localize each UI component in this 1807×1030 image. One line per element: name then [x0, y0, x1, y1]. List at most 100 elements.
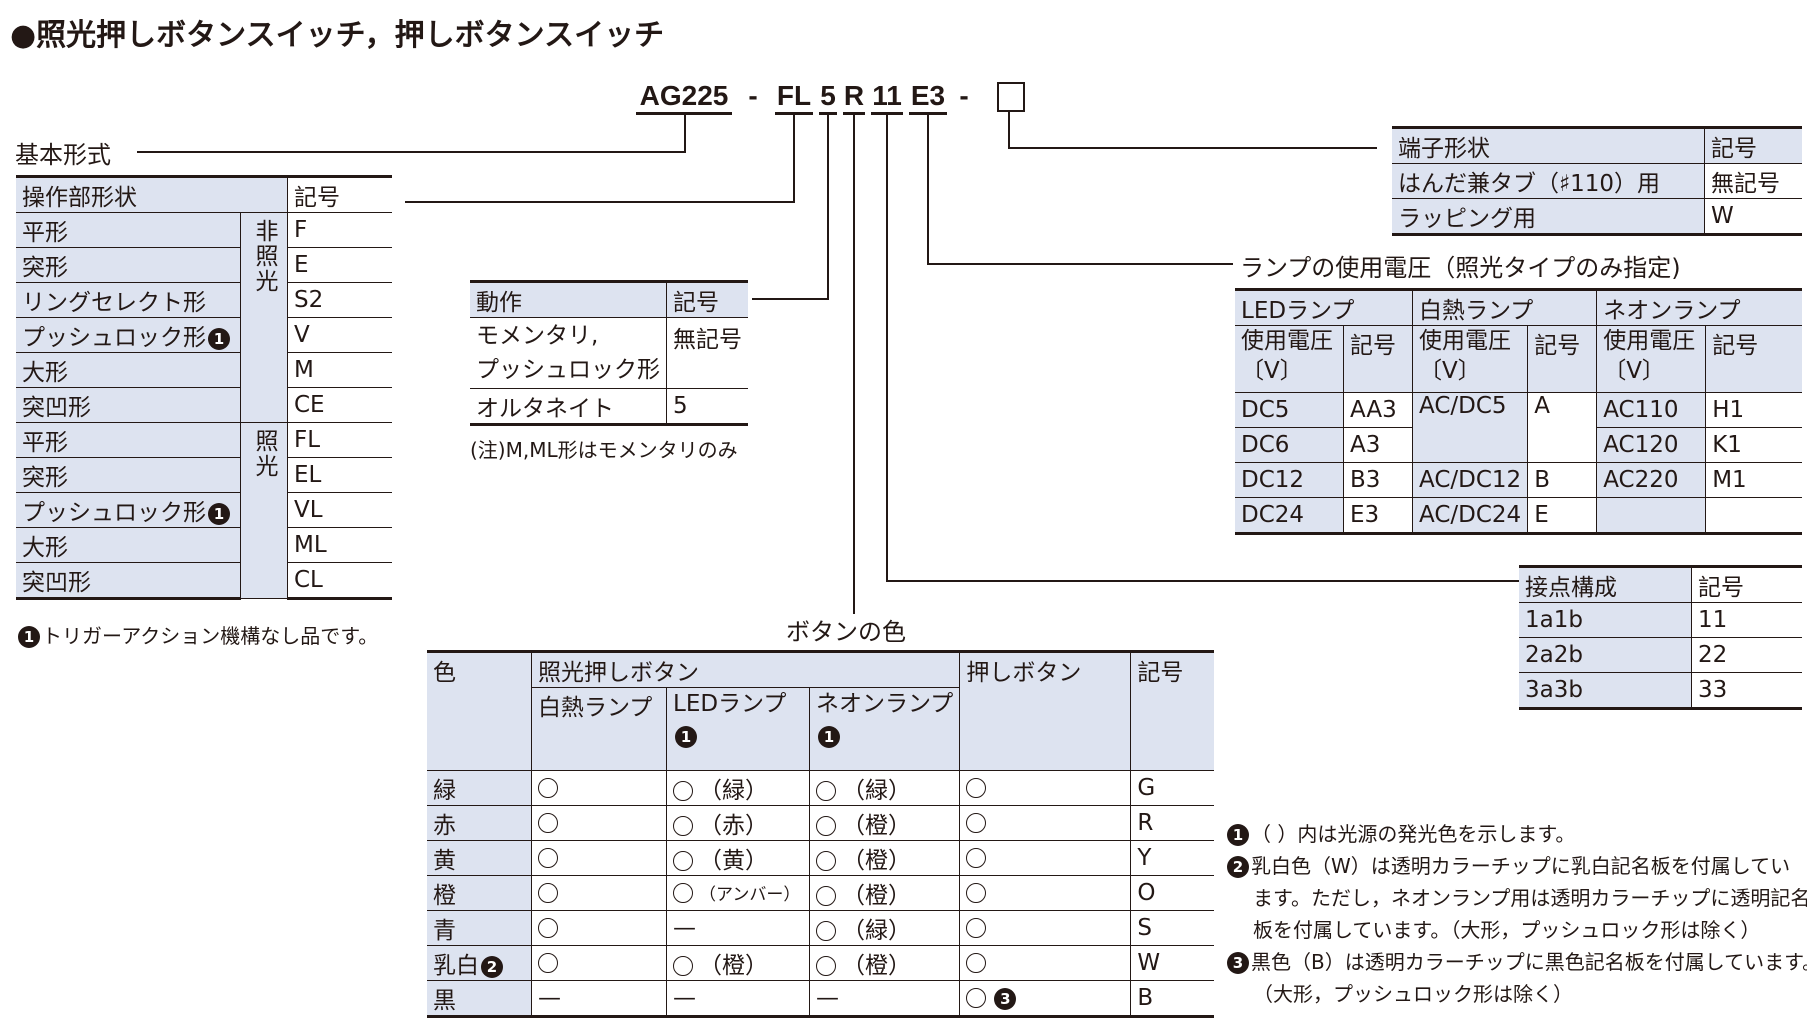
group-non-lit: 非照光	[240, 212, 288, 423]
available-circle-icon	[673, 781, 693, 801]
note-1: 1（ ）内は光源の発光色を示します。	[1225, 818, 1575, 847]
basic-form-table: 操作部形状 記号 平形 非照光 F 突形 E リングセレクト形 S2 プッシュロ…	[16, 175, 392, 600]
light-color: （緑）	[699, 778, 768, 804]
available-circle-icon	[538, 953, 558, 973]
header-push-button: 押しボタン	[959, 650, 1132, 771]
contact-name: 1a1b	[1519, 602, 1692, 638]
leader-color-v	[853, 112, 855, 614]
group-incandescent: 白熱ランプ	[1411, 288, 1598, 326]
lamp-voltage-label: ランプの使用電圧（照光タイプのみ指定)	[1240, 254, 1681, 282]
neon-voltage-empty	[1596, 497, 1707, 535]
sub-voltage: 使用電圧〔V〕	[1596, 325, 1707, 393]
available-circle-icon	[816, 816, 836, 836]
code-cell: VL	[287, 492, 392, 528]
light-color: （アンバー）	[699, 885, 801, 905]
sub-voltage: 使用電圧〔V〕	[1235, 325, 1344, 393]
code-cell: M	[287, 352, 392, 388]
group-lit: 照光	[240, 422, 288, 599]
header-lit-button: 照光押しボタン	[530, 650, 961, 688]
dash-cell: —	[808, 980, 961, 1018]
available-circle-icon	[538, 813, 558, 833]
note-marker: 2	[481, 956, 503, 978]
group-neon: ネオンランプ	[1596, 288, 1802, 326]
code-cell: S2	[287, 282, 392, 318]
color-name: 黄	[427, 840, 532, 876]
color-code: R	[1130, 805, 1214, 841]
light-color: （緑）	[842, 918, 911, 944]
terminal-name: ラッピング用	[1392, 198, 1705, 236]
code-cell: V	[287, 317, 392, 353]
basic-form-label: 基本形式	[15, 141, 111, 169]
color-name: 緑	[427, 770, 532, 806]
neon-code: M1	[1705, 462, 1802, 498]
light-color: （橙）	[842, 813, 911, 839]
color-code: Y	[1130, 840, 1214, 876]
sub-incandescent: 白熱ランプ	[531, 687, 667, 771]
color-name: 青	[427, 910, 532, 946]
note-marker: 1	[818, 726, 840, 748]
color-code: S	[1130, 910, 1214, 946]
color-name: 橙	[427, 875, 532, 911]
inc-code: B	[1527, 462, 1598, 498]
available-circle-icon	[966, 848, 987, 868]
header-code: 記号	[1704, 126, 1802, 164]
led-voltage: DC12	[1235, 462, 1344, 498]
light-color: （橙）	[842, 883, 911, 909]
light-color: （橙）	[842, 953, 911, 979]
code-cell: CL	[287, 562, 392, 600]
dash-cell: —	[666, 980, 810, 1018]
dash-cell: —	[531, 980, 667, 1018]
contact-name: 2a2b	[1519, 637, 1692, 673]
push-available-cell	[959, 910, 1132, 946]
header-action: 動作	[470, 280, 667, 318]
shape-cell: リングセレクト形	[16, 282, 241, 318]
available-circle-icon	[816, 851, 836, 871]
code-lamp: E3	[909, 80, 947, 115]
shape-cell: 突凹形	[16, 387, 241, 423]
available-cell: （黄）	[666, 840, 810, 876]
contact-table: 接点構成 記号 1a1b 11 2a2b 22 3a3b 33	[1519, 565, 1802, 710]
color-code: B	[1130, 980, 1214, 1018]
led-code: E3	[1343, 497, 1413, 535]
led-code: AA3	[1343, 392, 1413, 428]
header-color: 色	[427, 650, 532, 771]
available-cell: （橙）	[808, 875, 961, 911]
leader-action-h	[752, 298, 829, 300]
code-series: AG225	[636, 80, 732, 115]
available-cell: （橙）	[808, 945, 961, 981]
available-cell	[531, 875, 667, 911]
available-cell	[531, 805, 667, 841]
light-color: （緑）	[842, 778, 911, 804]
code-dash-2: -	[959, 80, 969, 111]
available-cell: （橙）	[808, 805, 961, 841]
available-cell: （赤）	[666, 805, 810, 841]
leader-basic-v	[684, 112, 686, 152]
available-cell: （緑）	[666, 770, 810, 806]
neon-voltage: AC220	[1596, 462, 1707, 498]
neon-code-empty	[1705, 497, 1802, 535]
contact-name: 3a3b	[1519, 672, 1692, 710]
code-contact: 11	[871, 80, 903, 115]
header-shape: 操作部形状	[16, 175, 288, 213]
neon-code: K1	[1705, 427, 1802, 463]
leader-contact-v	[886, 112, 888, 581]
neon-voltage: AC120	[1596, 427, 1707, 463]
lamp-voltage-table: LEDランプ 白熱ランプ ネオンランプ 使用電圧〔V〕 記号 使用電圧〔V〕 記…	[1235, 288, 1802, 535]
available-circle-icon	[966, 918, 987, 938]
available-circle-icon	[966, 813, 987, 833]
sub-code: 記号	[1343, 325, 1413, 393]
light-color: （橙）	[699, 953, 768, 979]
available-cell	[531, 910, 667, 946]
available-circle-icon	[816, 886, 836, 906]
shape-cell: 突凹形	[16, 562, 241, 600]
push-available-cell	[959, 770, 1132, 806]
note-marker: 3	[994, 988, 1017, 1010]
note-2-line3: 板を付属しています。（大形，プッシュロック形は除く）	[1253, 918, 1761, 942]
leader-terminal-v	[1008, 112, 1010, 149]
inc-code: A	[1527, 392, 1598, 463]
